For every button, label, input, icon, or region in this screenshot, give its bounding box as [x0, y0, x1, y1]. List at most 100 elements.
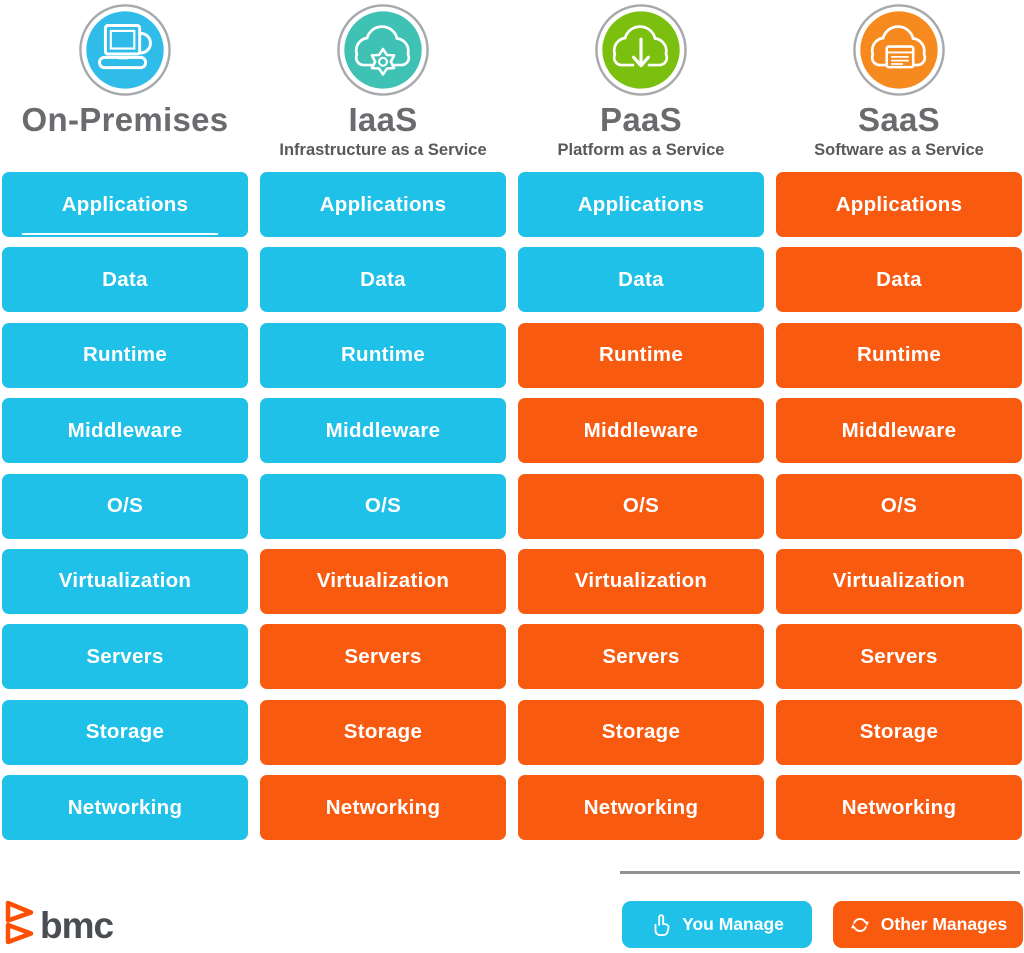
cell-label: Servers: [860, 644, 938, 668]
cell-label: Servers: [86, 644, 164, 668]
cell-label: Virtualization: [832, 569, 966, 593]
cell-saas-middleware: Middleware: [776, 398, 1022, 464]
cell-label: Virtualization: [316, 569, 450, 593]
column-subtitle-paas: Platform as a Service: [557, 141, 725, 159]
cloud-app-window-icon: [776, 3, 1022, 97]
cell-label: Virtualization: [574, 569, 708, 593]
cell-paas-storage: Storage: [518, 699, 764, 765]
column-subtitle-iaas: Infrastructure as a Service: [279, 141, 487, 159]
cell-on-premises-virtualization: Virtualization: [2, 548, 248, 614]
cell-label: Storage: [343, 720, 423, 744]
bmc-logo-text: bmc: [40, 904, 114, 946]
cell-paas-servers: Servers: [518, 624, 764, 690]
cell-iaas-virtualization: Virtualization: [260, 548, 506, 614]
cell-iaas-applications: Applications: [260, 172, 506, 237]
cell-saas-servers: Servers: [776, 624, 1022, 690]
cell-label: Middleware: [841, 418, 957, 442]
cell-on-premises-applications: Applications: [2, 172, 248, 237]
cell-saas-networking: Networking: [776, 775, 1022, 841]
cell-saas-data: Data: [776, 247, 1022, 313]
column-subtitle-on-premises: [2, 141, 248, 161]
cell-saas-runtime: Runtime: [776, 322, 1022, 388]
cell-label: O/S: [622, 494, 660, 518]
cell-iaas-os: O/S: [260, 473, 506, 539]
cell-saas-os: O/S: [776, 473, 1022, 539]
legend-divider: [620, 871, 1020, 874]
cloud-download-icon: [518, 3, 764, 97]
cell-iaas-data: Data: [260, 247, 506, 313]
column-subtitle-saas: Software as a Service: [814, 141, 984, 159]
cell-label: Data: [360, 267, 406, 291]
cell-label: Storage: [859, 720, 939, 744]
hand-pointer-icon: [650, 912, 672, 938]
cell-on-premises-data: Data: [2, 247, 248, 313]
column-title-paas: PaaS: [600, 101, 682, 138]
cell-label: Middleware: [325, 418, 441, 442]
cell-on-premises-storage: Storage: [2, 699, 248, 765]
laptop-mug-icon: [2, 3, 248, 97]
column-title-iaas: IaaS: [348, 101, 418, 138]
cell-label: O/S: [106, 494, 144, 518]
cell-paas-networking: Networking: [518, 775, 764, 841]
bmc-mark-icon: [4, 900, 36, 951]
cell-paas-os: O/S: [518, 473, 764, 539]
legend-other-manages: Other Manages: [833, 901, 1023, 948]
legend-you-manage: You Manage: [622, 901, 812, 948]
cell-on-premises-networking: Networking: [2, 775, 248, 841]
cell-label: O/S: [880, 494, 918, 518]
cell-label: Data: [876, 267, 922, 291]
bmc-logo: bmc: [4, 900, 114, 951]
cell-label: Networking: [325, 795, 441, 819]
cell-label: Applications: [61, 192, 189, 216]
cell-label: O/S: [364, 494, 402, 518]
cell-label: Middleware: [67, 418, 183, 442]
cell-label: Applications: [319, 192, 447, 216]
legend-you-manage-label: You Manage: [682, 914, 784, 934]
cell-label: Runtime: [598, 343, 684, 367]
cell-iaas-middleware: Middleware: [260, 398, 506, 464]
cell-on-premises-middleware: Middleware: [2, 398, 248, 464]
cell-label: Networking: [67, 795, 183, 819]
cell-label: Networking: [583, 795, 699, 819]
cell-iaas-servers: Servers: [260, 624, 506, 690]
cell-label: Storage: [601, 720, 681, 744]
cell-iaas-networking: Networking: [260, 775, 506, 841]
cell-label: Networking: [841, 795, 957, 819]
cell-paas-runtime: Runtime: [518, 322, 764, 388]
column-title-saas: SaaS: [858, 101, 940, 138]
cell-label: Data: [102, 267, 148, 291]
legend-other-manages-label: Other Manages: [880, 914, 1008, 934]
cell-label: Servers: [344, 644, 422, 668]
cell-label: Applications: [577, 192, 705, 216]
cell-label: Runtime: [340, 343, 426, 367]
cell-label: Virtualization: [58, 569, 192, 593]
cell-label: Applications: [835, 192, 963, 216]
cell-iaas-storage: Storage: [260, 699, 506, 765]
cell-label: Storage: [85, 720, 165, 744]
cell-paas-data: Data: [518, 247, 764, 313]
cell-paas-middleware: Middleware: [518, 398, 764, 464]
sync-arrows-icon: [849, 914, 871, 936]
underline-artifact: [22, 233, 218, 235]
cell-label: Servers: [602, 644, 680, 668]
cell-saas-virtualization: Virtualization: [776, 548, 1022, 614]
cell-on-premises-runtime: Runtime: [2, 322, 248, 388]
cell-on-premises-servers: Servers: [2, 624, 248, 690]
cell-label: Runtime: [82, 343, 168, 367]
cell-saas-storage: Storage: [776, 699, 1022, 765]
column-title-on-premises: On-Premises: [21, 101, 229, 138]
cloud-gear-icon: [260, 3, 506, 97]
cell-iaas-runtime: Runtime: [260, 322, 506, 388]
cell-label: Data: [618, 267, 664, 291]
cell-saas-applications: Applications: [776, 172, 1022, 237]
